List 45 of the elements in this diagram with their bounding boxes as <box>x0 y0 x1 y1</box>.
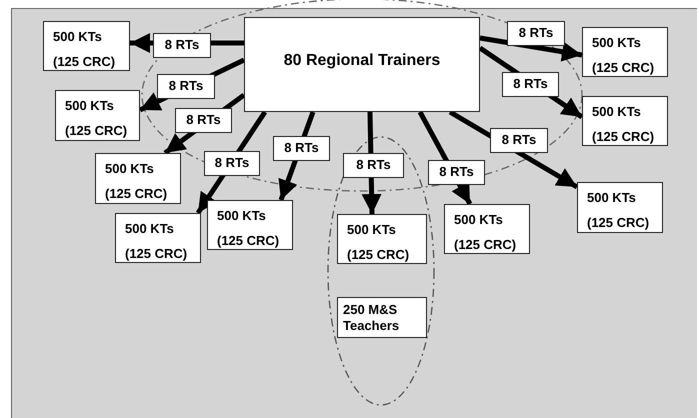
group-box <box>43 21 130 71</box>
edge-label: 8 RTs <box>153 33 211 58</box>
node-subtitle: (125 CRC) <box>53 54 116 69</box>
edge-label: 8 RTs <box>428 160 485 185</box>
node-title: 500 KTs <box>105 161 154 176</box>
node-title: 500 KTs <box>53 29 102 44</box>
trainer-box <box>244 17 480 112</box>
group-box <box>337 297 427 338</box>
node-title: 500 KTs <box>592 35 641 50</box>
group-box <box>115 213 201 263</box>
edge-label: 8 RTs <box>490 128 548 153</box>
edge-label: 8 RTs <box>157 74 215 99</box>
node-title: 500 KTs <box>65 98 114 113</box>
node-subtitle: (125 CRC) <box>592 129 654 144</box>
group-box <box>582 27 668 77</box>
node-subtitle: (125 CRC) <box>454 237 516 252</box>
node-subtitle: (125 CRC) <box>125 246 188 261</box>
node-title: 250 M&S Teachers <box>343 302 400 333</box>
group-box <box>582 96 668 146</box>
edge-label: 8 RTs <box>204 151 260 176</box>
edge-label: 8 RTs <box>502 72 559 97</box>
edge-label: 8 RTs <box>273 136 330 161</box>
group-box <box>55 90 140 141</box>
node-title: 80 Regional Trainers <box>284 52 440 69</box>
node-title: 500 KTs <box>217 208 266 223</box>
edge-label: 8 RTs <box>507 21 565 46</box>
node-subtitle: (125 CRC) <box>105 186 168 201</box>
node-subtitle: (125 CRC) <box>347 247 410 262</box>
group-box <box>207 200 293 250</box>
group-box <box>577 182 663 233</box>
node-subtitle: (125 CRC) <box>592 60 654 75</box>
node-subtitle: (125 CRC) <box>217 233 280 248</box>
node-title: 500 KTs <box>587 190 636 205</box>
group-box <box>337 214 427 264</box>
group-box <box>444 204 530 254</box>
node-subtitle: (125 CRC) <box>587 215 650 230</box>
edge-label: 8 RTs <box>343 153 404 178</box>
node-title: 500 KTs <box>125 221 174 236</box>
arrow <box>480 36 582 62</box>
edge-label: 8 RTs <box>175 108 232 133</box>
node-title: 500 KTs <box>454 212 503 227</box>
node-title: 500 KTs <box>592 104 641 119</box>
node-title: 500 KTs <box>347 222 396 237</box>
group-box <box>95 153 181 204</box>
node-subtitle: (125 CRC) <box>65 123 128 138</box>
